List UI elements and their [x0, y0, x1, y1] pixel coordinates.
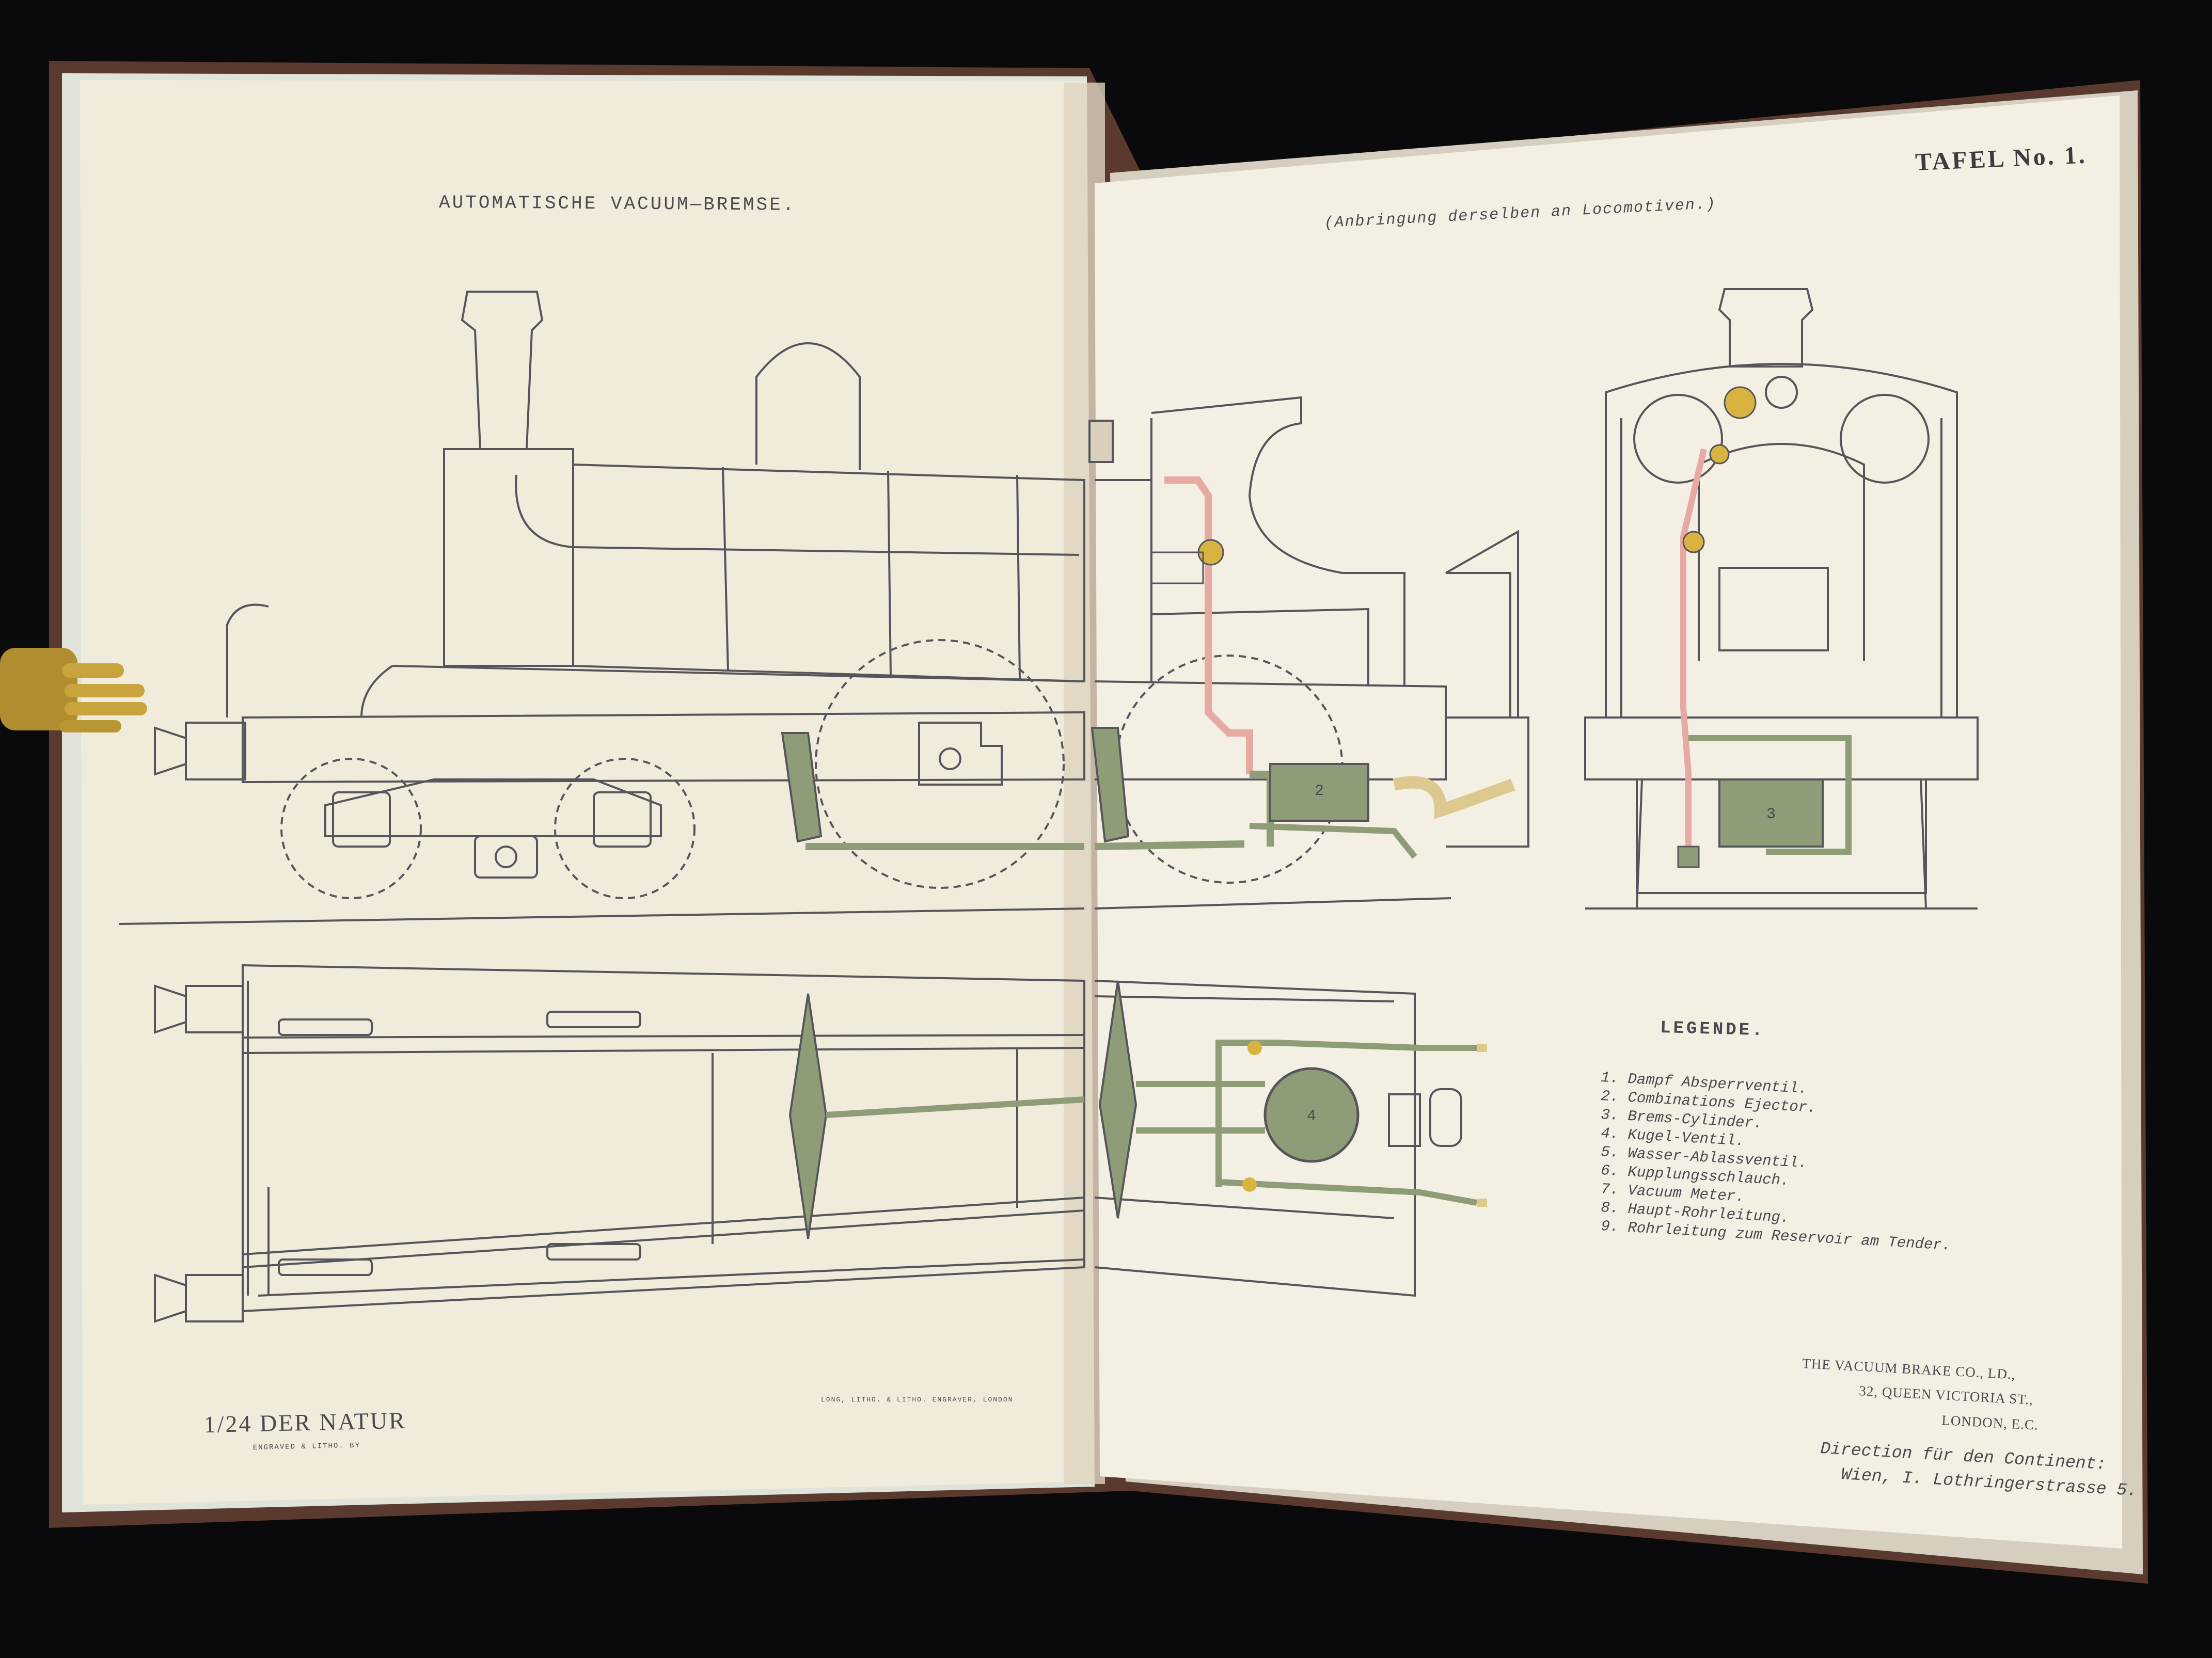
frame-plan-view	[154, 964, 1085, 1323]
legend-title: LEGENDE.	[1660, 1018, 1765, 1041]
right-page	[1095, 95, 2122, 1549]
brass-page-clip	[0, 648, 147, 732]
locomotive-side-elevation	[118, 291, 1085, 925]
brake-beam-left-plan	[788, 993, 1085, 1239]
part-number-cylinder-front: 3	[1766, 806, 1776, 823]
scale-sublabel: ENGRAVED & LITHO. BY	[253, 1442, 360, 1452]
brake-plan-right: 4	[1098, 980, 1487, 1219]
front-elevation-view	[1584, 288, 1979, 910]
brake-hanger-left	[781, 732, 1084, 850]
lithographer-credit: LONG, LITHO. & LITHO. ENGRAVER, LONDON	[821, 1396, 1013, 1404]
vacuum-pipework-side: 2	[1091, 476, 1515, 859]
front-view-pipework: 3	[1677, 386, 1852, 868]
scale-label: 1/24 DER NATUR	[203, 1407, 406, 1438]
left-page	[80, 80, 1092, 1505]
part-number-cylinder-side: 2	[1315, 783, 1324, 800]
left-heading: AUTOMATISCHE VACUUM—BREMSE.	[439, 192, 796, 216]
part-number-cylinder-plan: 4	[1307, 1108, 1316, 1125]
cab-plan-view	[1094, 980, 1462, 1297]
